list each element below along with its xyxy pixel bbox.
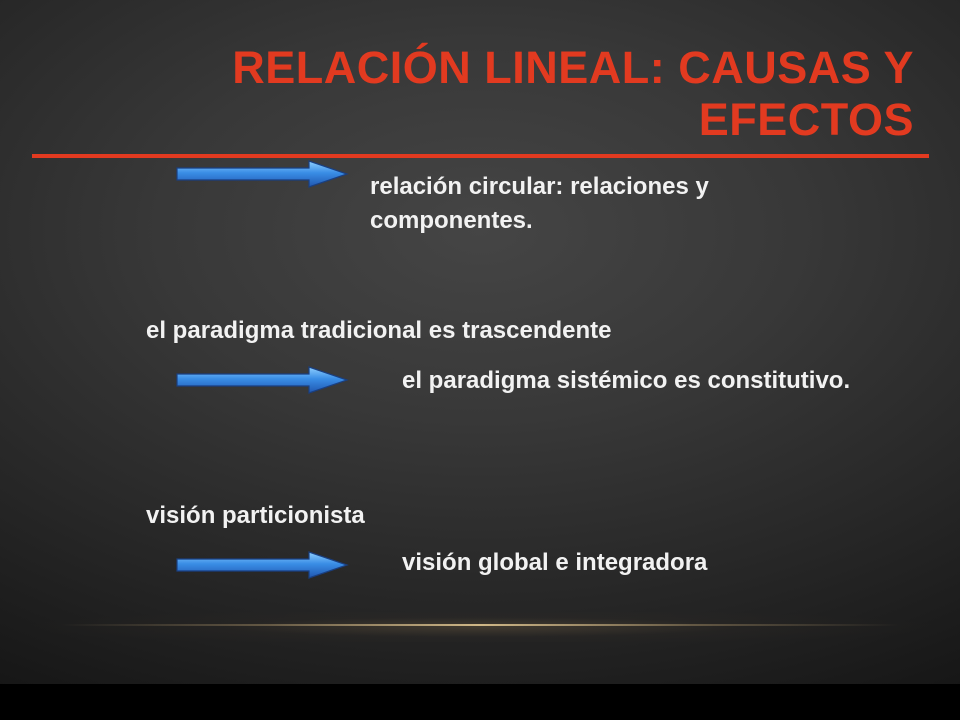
row-text-1: relación circular: relaciones y componen… bbox=[370, 173, 709, 234]
right-arrow-icon bbox=[176, 366, 349, 394]
right-arrow-icon bbox=[176, 551, 349, 579]
row-text-5: visión global e integradora bbox=[402, 549, 708, 576]
slide-title: RELACIÓN LINEAL: CAUSAS Y EFECTOS bbox=[232, 42, 914, 145]
row-text-3: el paradigma sistémico es constitutivo. bbox=[402, 367, 851, 394]
title-underline bbox=[32, 154, 929, 158]
row-text-2: el paradigma tradicional es trascendente bbox=[146, 317, 612, 344]
row-text-4: visión particionista bbox=[146, 502, 365, 529]
floor-glow bbox=[0, 612, 960, 642]
floor-glow-line bbox=[60, 624, 900, 626]
right-arrow-icon bbox=[176, 160, 349, 188]
footer-band bbox=[0, 684, 960, 720]
